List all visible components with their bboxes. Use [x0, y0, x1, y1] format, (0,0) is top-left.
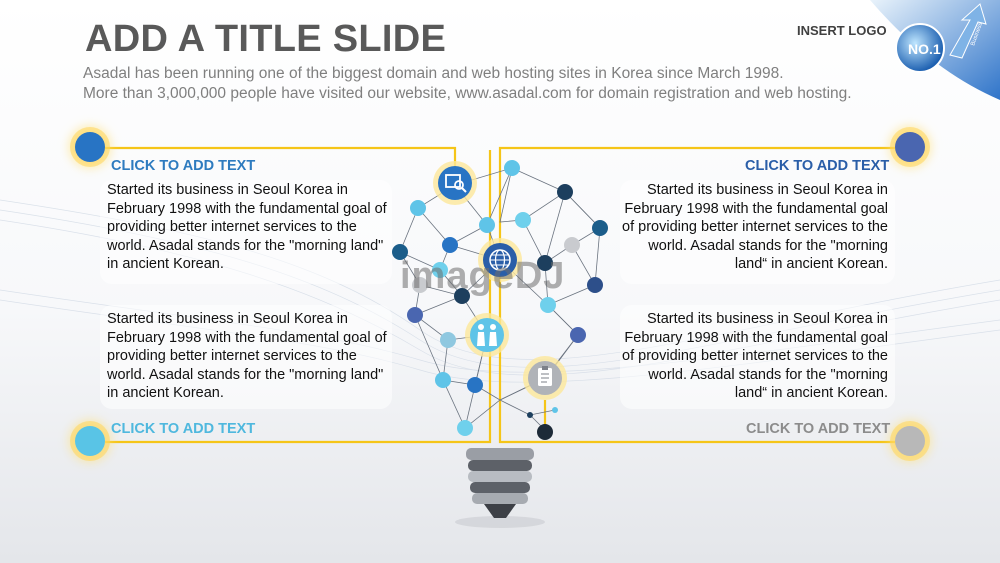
text-top-left[interactable]: Started its business in Seoul Korea in F…: [107, 182, 387, 272]
watermark: imageDJ: [400, 255, 566, 297]
insert-logo-placeholder[interactable]: INSERT LOGO: [797, 23, 887, 38]
label-top-right[interactable]: CLICK TO ADD TEXT: [745, 158, 890, 174]
subtitle-line-2: More than 3,000,000 people have visited …: [83, 85, 852, 102]
label-bottom-left[interactable]: CLICK TO ADD TEXT: [111, 421, 256, 437]
text-top-right[interactable]: Started its business in Seoul Korea in F…: [622, 182, 888, 272]
panel-top-right: [620, 180, 895, 284]
people-icon: [465, 313, 509, 357]
label-bottom-right[interactable]: CLICK TO ADD TEXT: [746, 421, 891, 437]
text-bottom-left[interactable]: Started its business in Seoul Korea in F…: [107, 311, 387, 401]
badge-main-text: NO.1: [908, 41, 941, 57]
panel-bottom-right: [620, 305, 895, 409]
label-top-left[interactable]: CLICK TO ADD TEXT: [111, 158, 256, 174]
connector-right: [498, 146, 895, 444]
panel-bottom-left: [100, 305, 392, 409]
bulb-socket: [455, 448, 545, 528]
subtitle-line-1: Asadal has been running one of the bigge…: [83, 65, 784, 82]
dot-top-right: [895, 132, 925, 162]
search-icon: [433, 161, 477, 205]
clipboard-icon: [523, 356, 567, 400]
dot-bottom-left: [75, 426, 105, 456]
dot-bottom-right: [895, 426, 925, 456]
panel-top-left: [100, 180, 392, 284]
text-bottom-right[interactable]: Started its business in Seoul Korea in F…: [622, 311, 888, 401]
no1-business-badge: NO.1 Business: [870, 0, 1000, 100]
globe-icon: [478, 238, 522, 282]
subtitle[interactable]: Asadal has been running one of the bigge…: [83, 64, 852, 104]
page-title[interactable]: ADD A TITLE SLIDE: [85, 18, 447, 60]
dot-top-left: [75, 132, 105, 162]
